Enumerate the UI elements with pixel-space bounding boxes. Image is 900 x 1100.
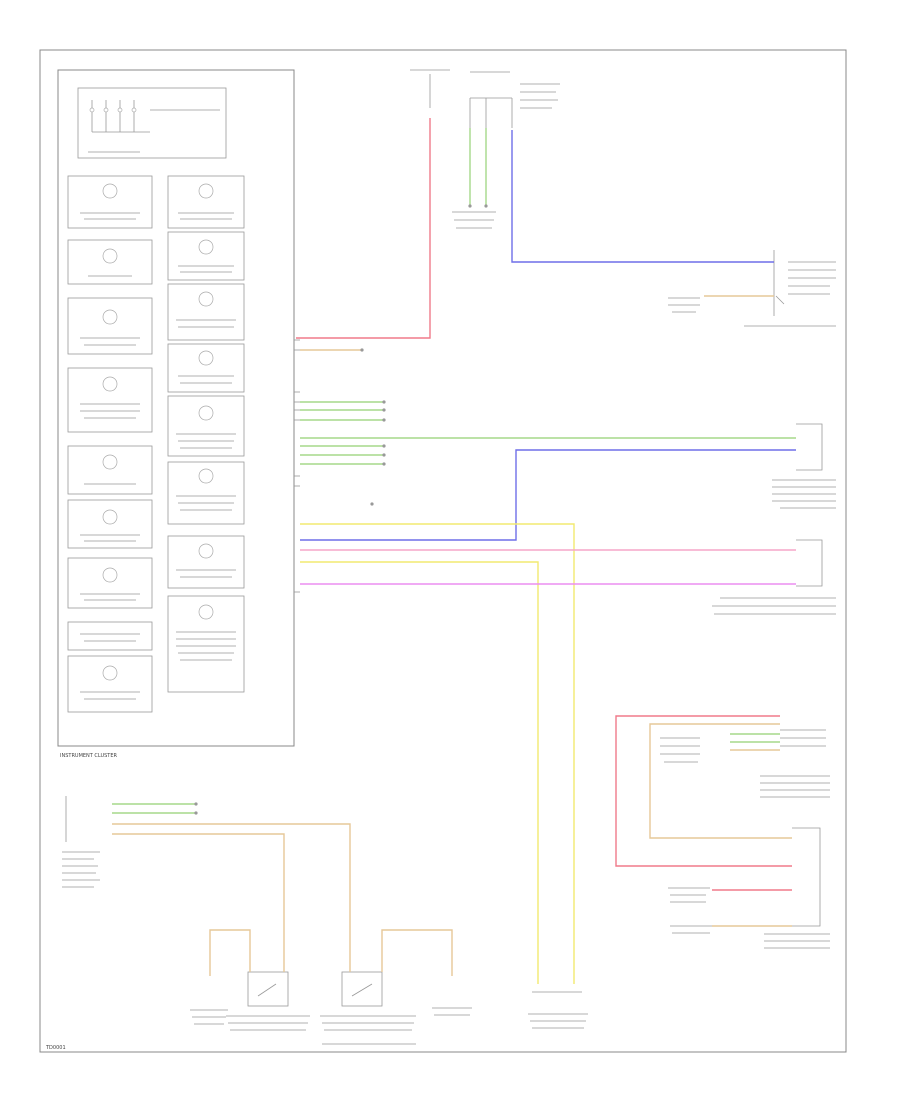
indicator-lamp-17 (167, 595, 245, 693)
switch-right-bottom (320, 971, 416, 1045)
indicator-lamp-16 (167, 535, 245, 589)
connector-dots (194, 204, 488, 815)
diagram-frame (39, 49, 847, 1053)
wire-yellow-2 (300, 561, 539, 984)
wire-yellow-1 (300, 523, 575, 984)
fuel-sender-bottom (528, 991, 588, 1029)
indicator-lamp-5 (67, 445, 153, 495)
bottom-ground-right (432, 1007, 472, 1016)
module-lower-right (660, 729, 830, 949)
switch-left-bottom (226, 971, 310, 1031)
wire-blue-top (511, 130, 774, 263)
indicator-lamp-13 (167, 343, 245, 393)
indicator-lamp-7 (67, 557, 153, 609)
indicator-lamp-2 (67, 239, 153, 285)
module-bracket-middle (772, 423, 836, 509)
switch-module-top (668, 250, 836, 327)
indicator-lamp-9 (67, 655, 153, 713)
wire-tan-ll-1 (112, 823, 351, 972)
control-unit-lower-left (62, 796, 100, 888)
footer-code: TD0001 (45, 1045, 66, 1051)
indicator-lamp-10 (167, 175, 245, 229)
indicator-lamp-8 (67, 621, 153, 651)
indicator-lamp-4 (67, 367, 153, 433)
bottom-ground-left (190, 1009, 228, 1025)
instrument-cluster-box (57, 69, 295, 747)
indicator-lamp-15 (167, 461, 245, 525)
instrument-cluster-label: INSTRUMENT CLUSTER (60, 753, 118, 759)
indicator-lamp-3 (67, 297, 153, 355)
indicator-lamp-14 (167, 395, 245, 457)
wire-blue-middle (300, 449, 796, 541)
wire-red-power-feed (296, 118, 431, 339)
ground-splice-top (452, 211, 496, 229)
indicator-lamp-6 (67, 499, 153, 549)
indicator-lamp-11 (167, 231, 245, 281)
wire-red-lower-right (615, 715, 792, 867)
indicator-lamp-12 (167, 283, 245, 341)
cluster-connector-pins (294, 339, 300, 593)
wire-tan-bottom-right (381, 929, 453, 976)
module-bracket-lower (712, 539, 836, 615)
fuse-block (410, 69, 560, 128)
wire-tan-ll-2 (112, 833, 285, 972)
cluster-top-switch-block (77, 87, 227, 159)
indicator-lamp-1 (67, 175, 153, 229)
wire-tan-bottom-left (209, 929, 251, 976)
wire-tan-lower-right (649, 723, 792, 839)
